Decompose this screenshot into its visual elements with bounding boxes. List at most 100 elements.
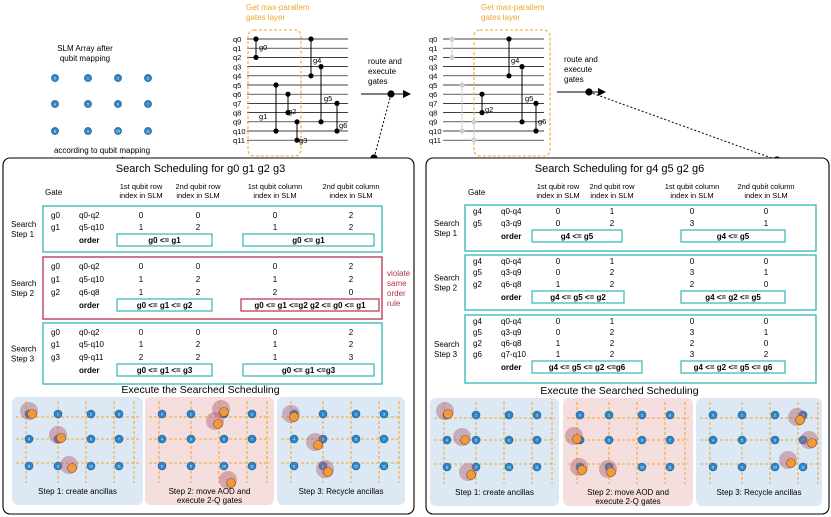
ancilla-atom (786, 458, 796, 468)
exec-background (563, 398, 693, 506)
gate-dot (273, 128, 279, 134)
atom (219, 434, 229, 444)
route-label: route and (564, 55, 598, 64)
header-row1: 1st qubit row (120, 182, 163, 191)
atom (351, 434, 361, 444)
cell-col2: 2 (349, 340, 354, 349)
cell-row1: 0 (556, 317, 561, 326)
ancilla-atom (466, 470, 476, 480)
gate-dot (253, 36, 259, 42)
cell-col1: 0 (690, 257, 695, 266)
gate-label: g5 (525, 94, 533, 103)
cell-gate: g5 (473, 219, 482, 228)
atom-index: 2 (641, 413, 643, 417)
gate-label: g2 (485, 105, 493, 114)
cell-qubits: q0-q2 (79, 328, 100, 337)
atom (114, 434, 124, 444)
qubit-label: q1 (429, 44, 437, 53)
slm-atom-index: 10 (116, 129, 120, 133)
cell-col1: 2 (690, 339, 695, 348)
cell-qubits: q6-q8 (501, 280, 522, 289)
atom (86, 434, 96, 444)
gate-label: g1 (259, 112, 267, 121)
cell-col2: 2 (349, 275, 354, 284)
header-col2: 2nd qubit column (322, 182, 379, 191)
step-label: Step 1 (434, 229, 458, 238)
gate-label: g3 (299, 136, 307, 145)
ancilla-atom (56, 433, 66, 443)
cell-row1: 0 (556, 268, 561, 277)
atom-index: 2 (774, 413, 776, 417)
atom (247, 434, 257, 444)
atom (770, 410, 780, 420)
cell-row1: 0 (556, 328, 561, 337)
header-row2: 2nd qubit row (175, 182, 221, 191)
atom-index: 5 (190, 437, 192, 441)
step-box (42, 322, 383, 385)
slm-atom (51, 100, 59, 108)
cell-col1: 1 (273, 353, 278, 362)
order-label: order (79, 301, 99, 310)
atom-index: 3 (802, 413, 804, 417)
gate-label: g6 (538, 117, 546, 126)
order-row-box (531, 229, 623, 243)
cell-col2: 2 (349, 223, 354, 232)
cell-col1: 0 (273, 262, 278, 271)
cell-row1: 0 (556, 207, 561, 216)
cell-row1: 0 (139, 328, 144, 337)
step-label: Step 3 (11, 355, 35, 364)
qubit-label: q3 (233, 62, 241, 71)
cell-row2: 0 (196, 211, 201, 220)
violation-text: order (387, 289, 406, 298)
slm-atom (144, 74, 152, 82)
cell-gate: g0 (51, 262, 60, 271)
qubit-label: q6 (429, 90, 437, 99)
atom-index: 0 (579, 413, 581, 417)
header-col1: index in SLM (670, 191, 713, 200)
atom (86, 409, 96, 419)
cell-col2: 3 (349, 353, 354, 362)
atom-index: 8 (28, 464, 30, 468)
cell-row1: 1 (139, 275, 144, 284)
atom-index: 6 (355, 437, 357, 441)
atom-index: 9 (57, 464, 59, 468)
gate-dot (294, 119, 300, 125)
cell-col1: 3 (690, 328, 695, 337)
atom-index: 0 (712, 413, 714, 417)
layer-label: gates layer (246, 13, 285, 22)
atom (442, 435, 452, 445)
cell-col2: 0 (764, 339, 769, 348)
atom-index: 4 (161, 437, 163, 441)
cell-qubits: q5-q10 (79, 340, 104, 349)
cell-gate: g6 (473, 350, 482, 359)
qubit-label: q5 (429, 81, 437, 90)
header-col1: 1st qubit column (665, 182, 720, 191)
step-box (464, 254, 817, 311)
atom (770, 435, 780, 445)
ancilla-atom (289, 412, 299, 422)
atom-index: 7 (383, 437, 385, 441)
atom-index: 1 (57, 412, 59, 416)
slm-atom-index: 7 (147, 102, 149, 106)
atom (798, 435, 808, 445)
qubit-label: q1 (233, 44, 241, 53)
atom-index: 9 (322, 464, 324, 468)
layer-label: gates layer (481, 13, 520, 22)
violation-text: rule (387, 299, 401, 308)
slm-atom (144, 100, 152, 108)
cell-row2: 2 (196, 223, 201, 232)
gate-dot (471, 137, 477, 143)
gate-dot (506, 36, 512, 42)
qubit-label: q0 (233, 35, 241, 44)
cell-row1: 1 (556, 350, 561, 359)
atom-index: 11 (535, 465, 539, 469)
step-label: Search (11, 279, 36, 288)
cell-row2: 2 (610, 219, 615, 228)
qubit-label: q2 (233, 53, 241, 62)
cell-row2: 2 (610, 280, 615, 289)
atom-index: 3 (536, 413, 538, 417)
